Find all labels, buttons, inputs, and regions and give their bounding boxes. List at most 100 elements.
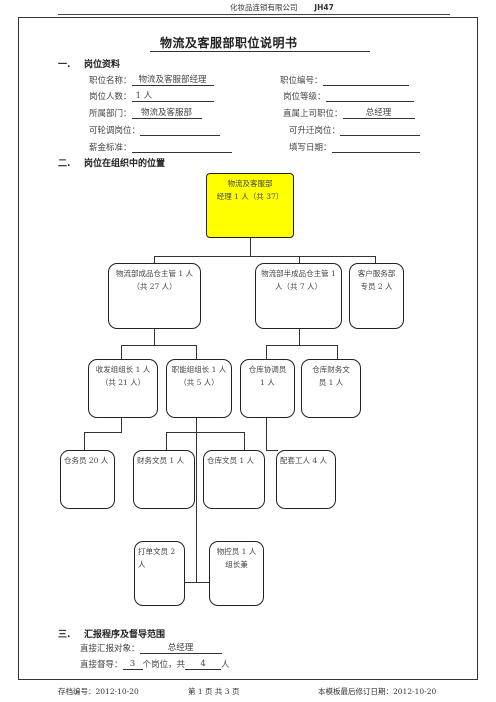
org-finished-line2: （共 27 人） [132,282,177,291]
org-semi-line1: 物流部半成品仓主管 1 [261,269,336,278]
supervise-people: 4 [185,659,222,670]
org-whfin-line2: 员 1 人 [318,378,344,387]
salary-label: 薪金标准： [89,143,132,153]
grade-value [325,101,414,102]
connector-drop-cs [375,256,376,263]
org-control-line2: 组长兼 [225,560,248,569]
org-box-material-control: 物控员 1 人 组长兼 [209,541,264,606]
header-company: 化妆品连锁有限公司 [230,3,298,12]
connector-level2-left [121,345,197,346]
connector-semi-down [299,329,300,345]
org-func-line2: （共 5 人） [179,378,219,387]
superior-label: 直属上司职位： [283,109,343,119]
section-1-number: 一. [58,60,71,70]
org-cs-line2: 专员 2 人 [360,282,393,291]
connector-coord-down [266,418,267,450]
connector-drop-func [196,345,197,359]
connector-level1 [154,256,375,257]
promote-label: 可升迁岗位： [289,126,341,136]
section-3-heading: 三. 汇报程序及督导范围 [58,627,165,640]
org-func-line1: 职能组组长 1 人 [171,365,227,374]
org-cs-line1: 客户服务部 [357,269,396,278]
org-box-functional-lead: 职能组组长 1 人 （共 5 人） [166,359,232,418]
supervise-label: 直接督导： [80,660,123,670]
grade-label: 岗位等级： [283,92,326,102]
title-underline [150,51,370,52]
org-box-finance-clerk: 财务文员 1 人 [133,450,195,509]
field-job-no: 职位编号： [280,74,409,86]
field-grade: 岗位等级： [283,90,414,102]
job-no-value [322,85,409,86]
header-rule [58,14,450,15]
org-box-warehouse-finance-clerk: 仓库财务文 员 1 人 [301,359,361,418]
org-recv-line1: 收发组组长 1 人 [95,365,151,374]
job-no-label: 职位编号： [280,76,323,86]
section-2-heading: 二. 岗位在组织中的位置 [58,156,165,169]
org-semi-line2: 人（共 7 人） [274,282,323,291]
section-3-title: 汇报程序及督导范围 [84,630,166,640]
connector-func-trunk [196,418,197,582]
org-whfin-line1: 仓库财务文 [312,365,350,374]
org-whclerk-line1: 仓库文员 1 人 [207,456,255,465]
org-box-receiving-lead: 收发组组长 1 人 （共 21 人） [88,359,158,418]
connector-top [250,238,251,256]
connector-coord-branch [266,450,278,451]
section-3-number: 三. [58,630,71,640]
rotate-label: 可轮调岗位： [89,126,141,136]
footer-page: 第 1 页 共 3 页 [188,687,240,696]
connector-drop-recv [121,345,122,359]
header-code: JH47 [314,3,334,12]
org-box-print-clerk: 打单文员 2 人 [134,541,185,606]
supervise-unit: 人 [221,660,230,670]
field-superior: 直属上司职位：总经理 [283,107,415,119]
footer-doc-no: 存档编号：2012-10-20 [58,687,139,696]
connector-recv-down [121,418,122,432]
rotate-value [140,135,221,136]
section-2-number: 二. [58,159,71,169]
field-job-name: 职位名称：物流及客服部经理 [89,74,214,86]
org-box-semi-supervisor: 物流部半成品仓主管 1 人（共 7 人） [255,263,342,329]
org-finclerk-line1: 财务文员 1 人 [137,456,185,465]
promote-value [340,135,421,136]
org-box-warehouse-coordinator: 仓库协调员 1 人 [240,359,295,418]
field-rotate: 可轮调岗位： [89,124,221,136]
connector-drop-semi [299,256,300,263]
headcount-value: 1 人 [131,91,214,102]
connector-drop-finclerk2 [166,432,167,450]
connector-drop-whclerk [244,432,245,450]
date-value [331,152,420,153]
org-box-finished-supervisor: 物流部成品仓主管 1 人 （共 27 人） [108,263,201,329]
org-coord-line2: 1 人 [260,378,275,387]
field-headcount: 岗位人数：1 人 [89,90,214,102]
org-box-distribution-workers: 配套工人 4 人 [276,450,336,509]
headcount-label: 岗位人数： [89,92,132,102]
section-2-title: 岗位在组织中的位置 [84,159,166,169]
dept-value: 物流及客服部 [131,108,202,119]
org-finished-line1: 物流部成品仓主管 1 人 [115,269,194,278]
connector-drop-coord [266,345,267,359]
page-title: 物流及客服部职位说明书 [160,36,298,50]
org-coord-line1: 仓库协调员 [248,365,287,374]
superior-value: 总经理 [342,108,415,119]
dept-label: 所属部门： [89,109,132,119]
org-box-dept-manager: 物流及客服部 经理 1 人（共 37） [206,173,294,238]
connector-func-bottom [185,582,209,583]
org-box-warehouse-staff: 仓务员 20 人 [60,450,115,509]
date-label: 填写日期： [289,143,332,153]
page-header: 化妆品连锁有限公司 JH47 [230,2,334,13]
field-promote: 可升迁岗位： [289,124,421,136]
job-name-label: 职位名称： [89,76,132,86]
org-print-line1: 打单文员 2 人 [138,547,176,569]
section-1-heading: 一.岗位资料 [58,57,120,70]
supervise-mid: 个岗位，共 [142,660,186,670]
field-salary: 薪金标准： [89,141,232,153]
footer-revised: 本模板最后修订日期：2012-10-20 [318,687,437,696]
org-box-customer-service: 客户服务部 专员 2 人 [349,263,404,329]
connector-drop-finclerk [337,345,338,359]
org-dist-line1: 配套工人 4 人 [280,456,328,465]
org-top-line1: 物流及客服部 [227,179,273,188]
connector-level2-right [266,345,338,346]
connector-recv-branch [84,432,122,433]
salary-value [131,152,232,153]
